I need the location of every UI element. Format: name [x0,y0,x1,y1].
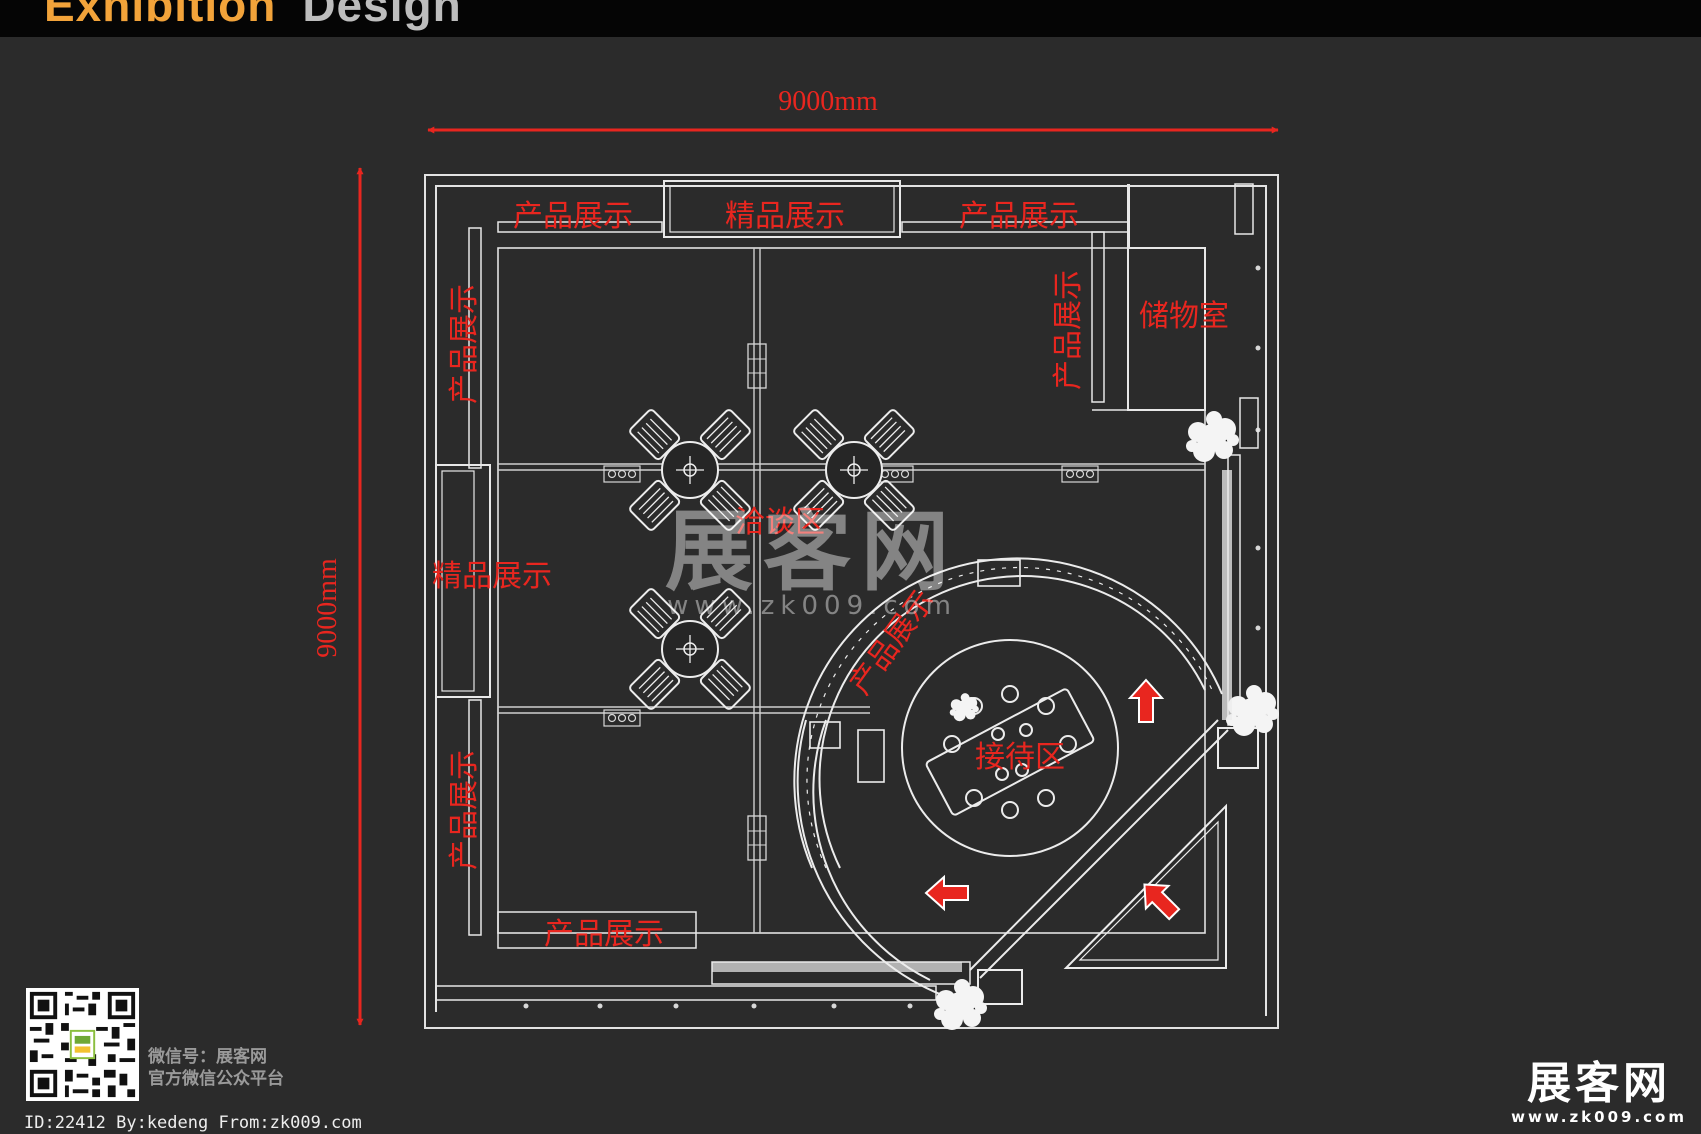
label-boutique-left: 精品展示 [432,559,552,594]
label-storage: 储物室 [1139,299,1229,334]
header-bar: Exhibition Design [0,0,1701,37]
site-logo: 展客网 www.zk009.com [1511,1058,1687,1127]
meeting-table-3 [628,587,751,710]
label-product-curved: 产品展示 [843,584,942,702]
reception-counter [793,557,1223,999]
wechat-id: 微信号：展客网 [148,1047,267,1067]
label-product-left-lower: 产品展示 [447,750,482,870]
height-dimension-label: 9000mm [312,558,343,658]
ceiling-lights [603,343,1099,861]
label-product-top-right: 产品展示 [959,199,1079,234]
label-product-right-upper: 产品展示 [1051,270,1086,390]
label-product-bottom: 产品展示 [544,917,664,952]
header-title: Exhibition Design [44,0,462,32]
qr-code-icon [26,988,139,1101]
credit-line: ID:22412 By:kedeng From:zk009.com [24,1113,362,1133]
label-negotiation: 洽谈区 [735,505,825,540]
header-word-design: Design [302,0,462,31]
site-logo-cn: 展客网 [1527,1058,1672,1109]
label-product-top-left: 产品展示 [513,199,633,234]
label-reception: 接待区 [975,740,1065,775]
display-walls [435,180,1129,1001]
site-logo-url: www.zk009.com [1511,1108,1687,1126]
label-boutique-top: 精品展示 [725,199,845,234]
wechat-info: 微信号：展客网 官方微信公众平台 [148,1046,284,1090]
header-word-exhibition: Exhibition [44,0,277,31]
plants [712,411,1279,1030]
flow-arrow-left [925,876,969,910]
wall-fixtures [523,265,1261,1009]
width-dimension-label: 9000mm [778,86,878,117]
flow-arrow-up [1129,679,1163,723]
label-product-left-upper: 产品展示 [447,284,482,404]
wechat-platform: 官方微信公众平台 [148,1069,284,1089]
